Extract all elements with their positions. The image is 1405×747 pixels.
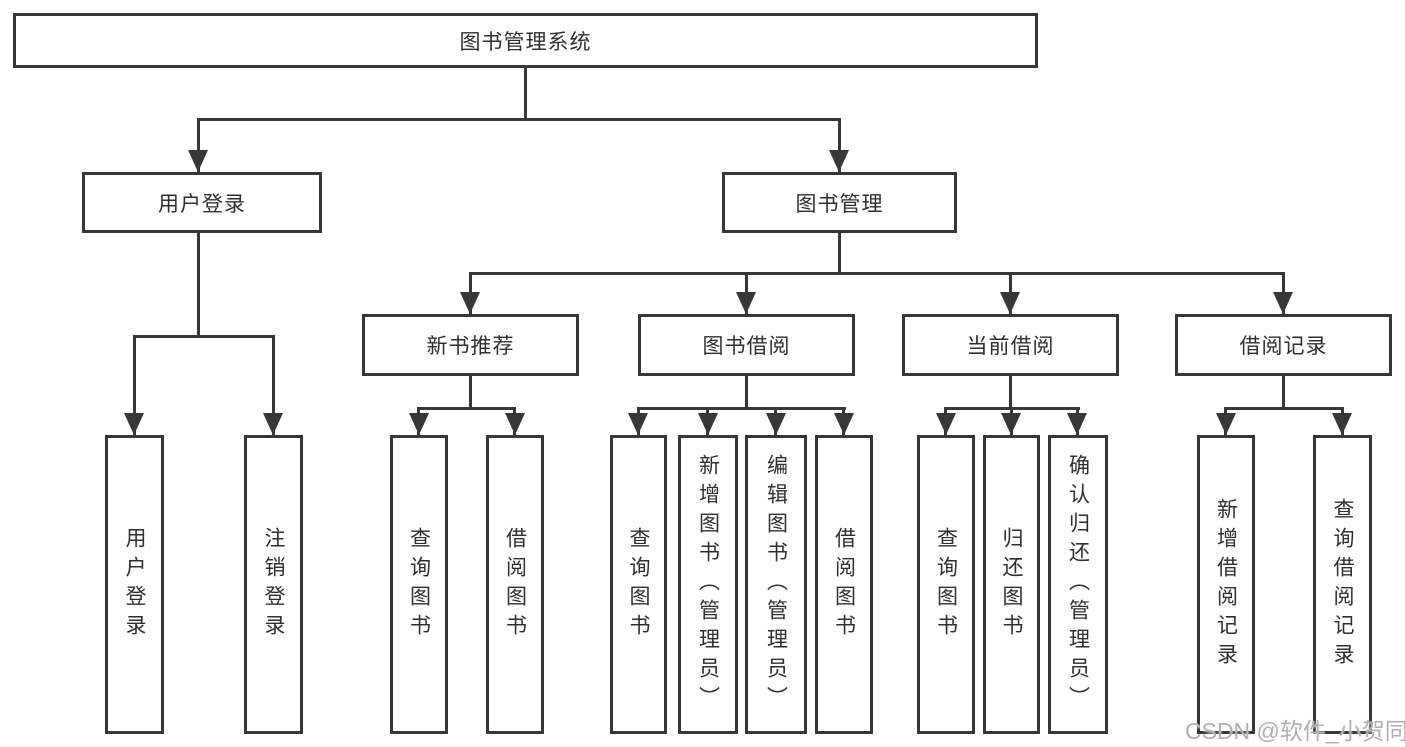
arrowhead [1000,292,1020,314]
node-root: 图书管理系统 [13,13,1038,68]
node-new-book-recommend: 新书推荐 [362,314,579,376]
leaf-borrowing-edit-books-admin: 编辑图书（管理员） [745,435,807,734]
arrowhead [936,413,956,435]
connector-recommend-rail [417,407,516,410]
leaf-borrowing-borrow-books: 借阅图书 [815,435,873,734]
connector-to-leaf-user-login [133,335,136,435]
connector-records-rail [1224,407,1344,410]
arrowhead [1067,413,1087,435]
arrowhead [829,150,849,172]
leaf-logout-login: 注销登录 [244,435,303,734]
arrowhead [460,292,480,314]
leaf-current-confirm-return-admin: 确认归还（管理员） [1048,435,1108,734]
node-book-borrowing: 图书借阅 [638,314,855,376]
connector-borrowing-rail [637,407,846,410]
connector-book-mgmt-rail [469,272,1285,275]
leaf-borrowing-add-books-admin: 新增图书（管理员） [678,435,738,734]
arrowhead [124,413,144,435]
leaf-user-login: 用户登录 [105,435,164,734]
connector-user-login-stem [197,233,200,335]
connector-user-login-rail [133,335,275,338]
arrowhead [766,413,786,435]
leaf-recommend-borrow-books: 借阅图书 [486,435,544,734]
connector-book-mgmt-stem [838,233,841,272]
leaf-records-query-borrow-record: 查询借阅记录 [1313,435,1372,734]
connector-current-stem [1009,376,1012,407]
leaf-current-return-books: 归还图书 [983,435,1040,734]
arrowhead [1273,292,1293,314]
arrowhead [263,413,283,435]
node-current-borrowing: 当前借阅 [902,314,1119,376]
node-user-login-group: 用户登录 [82,172,322,233]
connector-to-book-management [838,118,841,172]
arrowhead [628,413,648,435]
connector-to-user-login [197,118,200,172]
connector-recommend-stem [469,376,472,407]
connector-root-rail [197,118,841,121]
arrowhead [505,413,525,435]
leaf-current-query-books: 查询图书 [917,435,975,734]
connector-to-leaf-logout [272,335,275,435]
csdn-watermark: CSDN @软件_小贺同学 [1185,718,1405,744]
arrowhead [834,413,854,435]
arrowhead [698,413,718,435]
leaf-records-add-borrow-record: 新增借阅记录 [1197,435,1255,734]
arrowhead [409,413,429,435]
arrowhead [188,150,208,172]
leaf-recommend-query-books: 查询图书 [390,435,448,734]
arrowhead [736,292,756,314]
node-borrowing-records: 借阅记录 [1175,314,1392,376]
node-book-management: 图书管理 [722,172,957,233]
arrowhead [1001,413,1021,435]
connector-borrowing-stem [745,376,748,407]
connector-records-stem [1282,376,1285,407]
leaf-borrowing-query-books: 查询图书 [610,435,667,734]
connector-root-stem [524,68,527,118]
arrowhead [1216,413,1236,435]
arrowhead [1332,413,1352,435]
